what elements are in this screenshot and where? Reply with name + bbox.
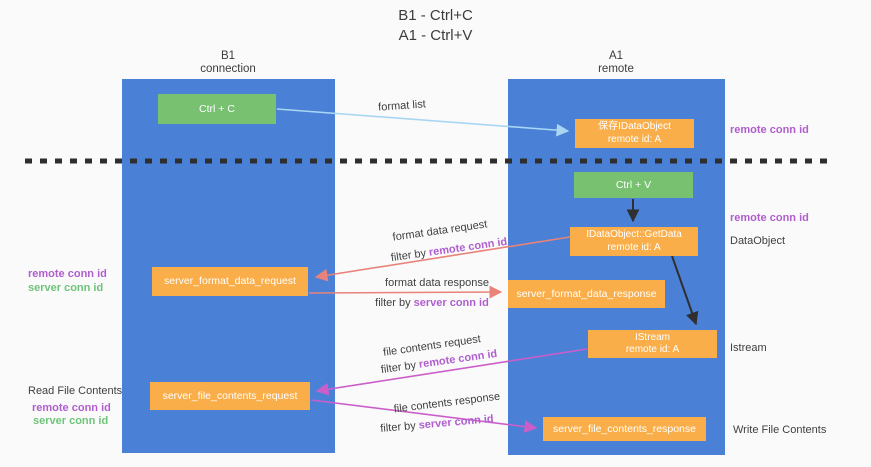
file-contents-response-label: file contents response (393, 390, 501, 416)
server-file-contents-request-box: server_file_contents_request (150, 382, 310, 410)
filter-by-text: filter by (375, 297, 411, 309)
istream-line2: remote id: A (625, 344, 680, 355)
filter-by-text: filter by (379, 419, 417, 435)
ctrl-c-label: Ctrl + C (199, 102, 235, 115)
server-file-contents-request-label: server_file_contents_request (162, 389, 298, 402)
server-file-contents-response-box: server_file_contents_response (543, 417, 706, 441)
dataobject-annotation: DataObject (730, 235, 786, 247)
istream-annotation: Istream (730, 342, 767, 354)
server-conn-id-text: server conn id (418, 413, 495, 432)
left-remote-conn-id-2: remote conn id (32, 402, 111, 414)
right-remote-conn-id-mid: remote conn id (730, 212, 809, 224)
left-server-conn-id-1: server conn id (28, 282, 104, 294)
istream-box: IStream remote id: A (588, 330, 717, 358)
diagram-title: B1 - Ctrl+C A1 - Ctrl+V (0, 6, 871, 46)
server-conn-id-text: server conn id (413, 297, 489, 309)
ctrl-v-box: Ctrl + V (574, 172, 693, 198)
server-file-contents-response-label: server_file_contents_response (552, 422, 696, 435)
idataobject-getdata-line1: IDataObject::GetData (586, 229, 682, 240)
server-format-data-request-label: server_format_data_request (164, 275, 296, 288)
filter-by-text: filter by (380, 359, 417, 377)
filter-by-text: filter by (390, 247, 427, 265)
format-data-response-arrow (308, 285, 503, 299)
lifeline-a1-role: remote (598, 63, 634, 75)
format-data-response-label: format data response (385, 277, 489, 289)
format-list-label: format list (377, 98, 427, 114)
lifeline-b1-role: connection (200, 63, 256, 75)
lifeline-b1-name: B1 (220, 50, 236, 62)
remote-conn-id-text: remote conn id (428, 235, 508, 259)
idataobject-getdata-box: IDataObject::GetData remote id: A (570, 227, 698, 256)
idataobject-getdata-line2: remote id: A (607, 241, 661, 253)
title-line-1: B1 - Ctrl+C (398, 7, 473, 24)
left-remote-conn-id-1: remote conn id (28, 268, 107, 280)
server-format-data-response-label: server_format_data_response (516, 287, 657, 300)
title-line-2: A1 - Ctrl+V (398, 27, 473, 44)
left-server-conn-id-2: server conn id (33, 415, 109, 427)
lifeline-a1-name: A1 (608, 50, 624, 62)
lifeline-header-b1: B1 connection (200, 50, 256, 76)
right-remote-conn-id-top: remote conn id (730, 124, 809, 136)
ctrl-c-box: Ctrl + C (158, 94, 276, 124)
read-file-contents-annotation: Read File Contents (28, 385, 123, 397)
server-format-data-response-box: server_format_data_response (508, 280, 665, 308)
save-idataobject-line1: 保存IDataObject (598, 121, 671, 132)
ctrl-v-label: Ctrl + V (615, 178, 652, 191)
server-format-data-request-box: server_format_data_request (152, 267, 308, 296)
save-idataobject-line2: remote id: A (607, 133, 662, 145)
save-idataobject-box: 保存IDataObject remote id: A (575, 119, 694, 148)
istream-line1: IStream (634, 331, 670, 343)
lifeline-header-a1: A1 remote (598, 50, 634, 76)
write-file-contents-annotation: Write File Contents (733, 424, 827, 436)
